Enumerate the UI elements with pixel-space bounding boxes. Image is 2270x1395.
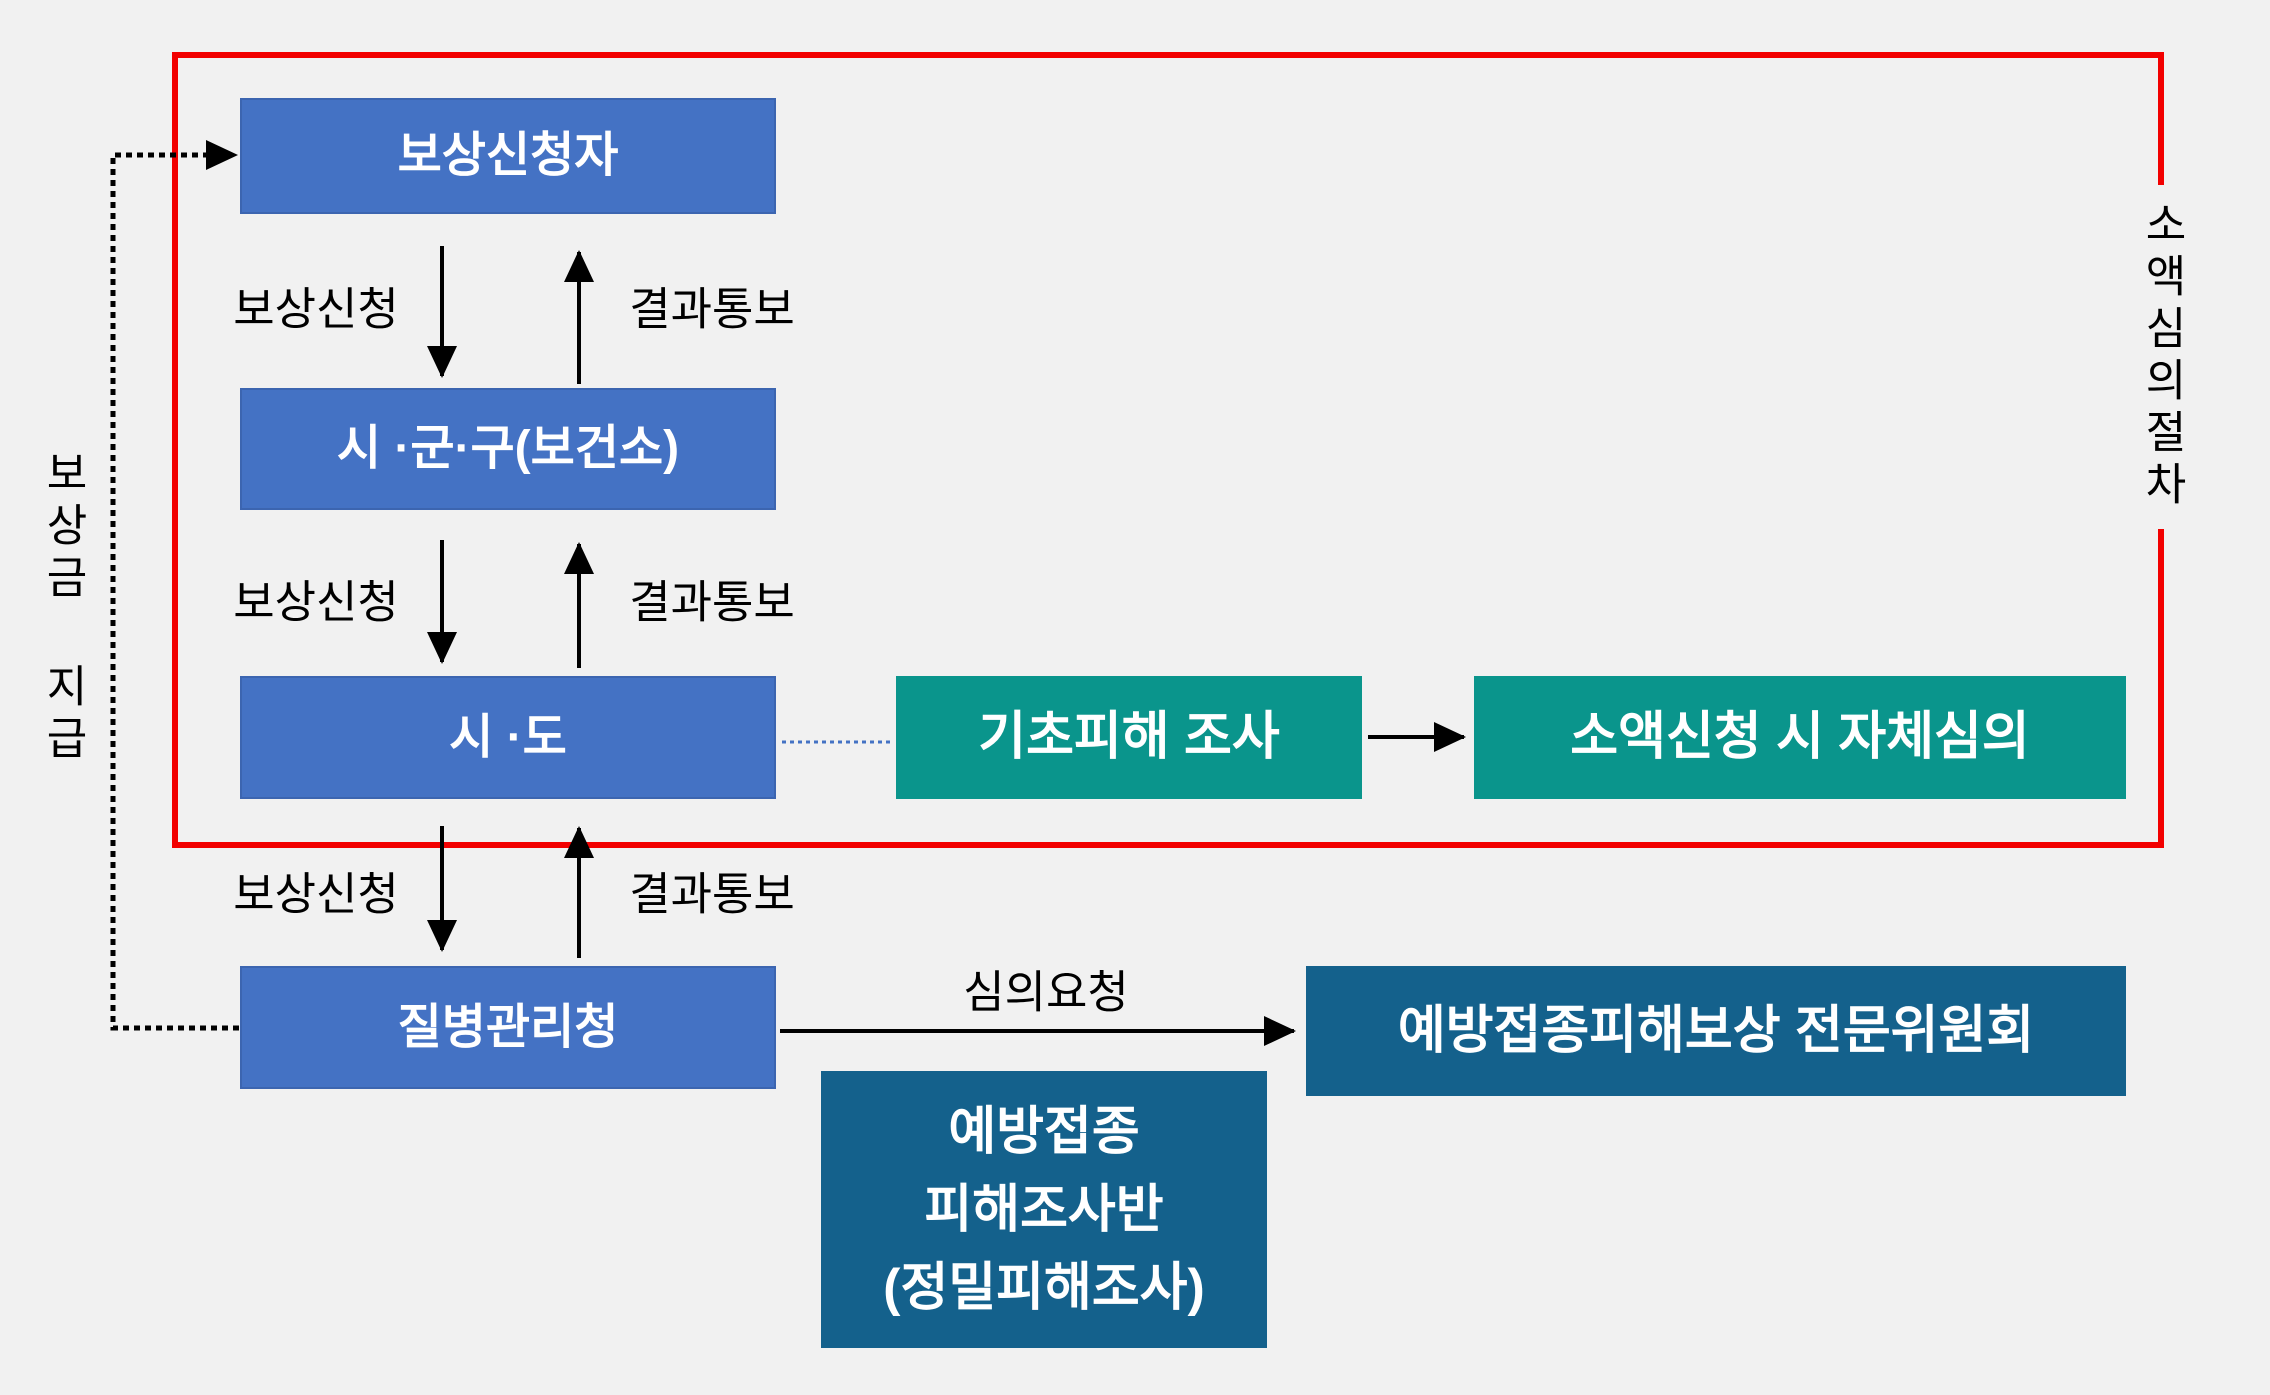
box-kdca: 질병관리청 [240,966,776,1089]
box-applicant: 보상신청자 [240,98,776,214]
box-small-claim-self-review-label: 소액신청 시 자체심의 [1570,708,2030,767]
investigation-team-line-3: (정밀피해조사) [883,1258,1205,1317]
investigation-team-line-2: 피해조사반 [924,1180,1164,1239]
box-compensation-committee: 예방접종피해보상 전문위원회 [1306,966,2126,1096]
box-compensation-committee-label: 예방접종피해보상 전문위원회 [1397,1001,2035,1060]
dotted-arrow-compensation-payment [110,140,239,1031]
box-si-gun-gu: 시 ·군·구(보건소) [240,388,776,510]
label-result-3: 결과통보 [629,868,795,920]
label-apply-1: 보상신청 [233,283,399,335]
label-small-amount-review-procedure: 소액심의절차 [2125,185,2197,529]
label-compensation-payment: 보상금 지급 [38,450,87,767]
box-kdca-label: 질병관리청 [397,1000,619,1054]
label-review-request: 심의요청 [963,966,1129,1018]
box-si-do-label: 시 ·도 [449,710,567,764]
label-result-1: 결과통보 [629,283,795,335]
label-apply-3: 보상신청 [233,868,399,920]
box-damage-investigation-team: 예방접종 피해조사반 (정밀피해조사) [821,1071,1267,1348]
box-applicant-label: 보상신청자 [397,129,619,183]
box-basic-damage-survey-label: 기초피해 조사 [978,708,1280,767]
label-apply-2: 보상신청 [233,576,399,628]
box-si-gun-gu-label: 시 ·군·구(보건소) [336,422,680,476]
label-result-2: 결과통보 [629,576,795,628]
box-small-claim-self-review: 소액신청 시 자체심의 [1474,676,2126,799]
box-si-do: 시 ·도 [240,676,776,799]
box-basic-damage-survey: 기초피해 조사 [896,676,1362,799]
investigation-team-line-1: 예방접종 [948,1102,1140,1161]
